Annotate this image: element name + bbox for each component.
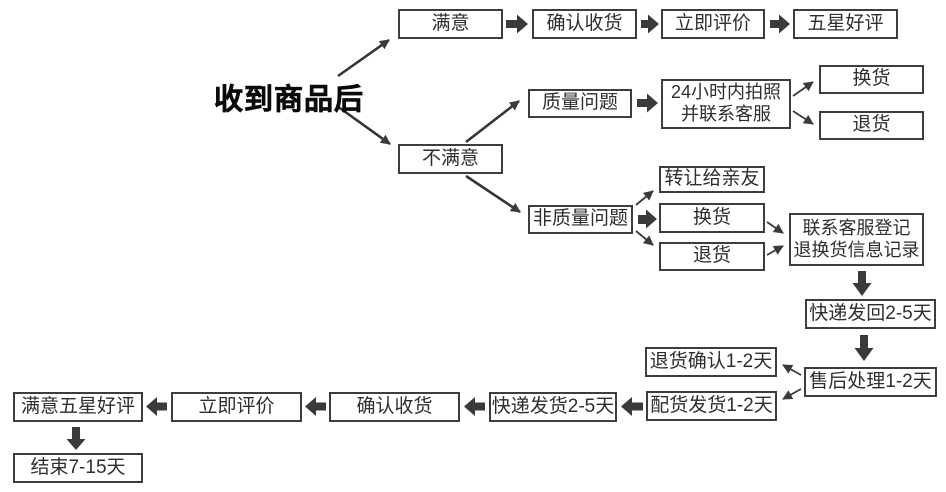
node-exchange-quality: 换货 <box>819 65 924 94</box>
node-express-ship: 快递发货2-5天 <box>489 392 617 422</box>
block-arrow-quality-photo <box>637 93 658 113</box>
block-arrow-fivestar-end <box>66 427 86 450</box>
arrow-nonquality-to-return <box>635 230 654 246</box>
node-contact-service: 联系客服登记 退换货信息记录 <box>789 213 924 266</box>
node-review-now-top: 立即评价 <box>661 9 765 39</box>
node-quality-issue: 质量问题 <box>528 89 632 118</box>
node-satisfied-five-star: 满意五星好评 <box>13 392 143 422</box>
block-arrow-expressback-aftersales <box>854 335 874 361</box>
block-arrow-confirm-review <box>641 14 659 34</box>
node-review-now-bottom: 立即评价 <box>171 392 302 422</box>
arrow-exchange-to-service <box>766 221 784 234</box>
arrow-aftersales-to-returnconfirm <box>782 364 802 376</box>
node-after-sales: 售后处理1-2天 <box>804 367 937 397</box>
node-unsatisfied: 不满意 <box>398 144 503 174</box>
node-end-days: 结束7-15天 <box>13 453 143 483</box>
node-return-nonquality: 退货 <box>659 242 765 271</box>
node-photo-24h: 24小时内拍照 并联系客服 <box>661 79 791 129</box>
block-arrow-review-fivestar <box>770 14 790 34</box>
block-arrow-service-expressback <box>852 271 872 296</box>
arrow-unsatisfied-to-nonquality <box>465 174 521 214</box>
node-confirm-receipt-bottom: 确认收货 <box>329 392 460 422</box>
block-arrow-allocate-expressship <box>621 397 643 416</box>
block-arrow-review-satisfiedfivestar <box>146 397 167 416</box>
root-label: 收到商品后 <box>214 84 365 117</box>
block-arrow-expressship-confirm <box>464 397 485 416</box>
node-express-back: 快递发回2-5天 <box>805 299 936 329</box>
node-satisfied: 满意 <box>398 9 503 39</box>
node-return-confirm: 退货确认1-2天 <box>645 347 777 377</box>
block-arrow-nonquality-exchange <box>638 209 657 229</box>
arrow-photo-to-return <box>792 110 814 125</box>
node-allocate-ship: 配货发货1-2天 <box>646 391 777 421</box>
node-return-quality: 退货 <box>819 111 924 140</box>
arrow-root-to-unsatisfied <box>336 104 391 146</box>
arrow-unsatisfied-to-quality <box>465 99 520 144</box>
node-confirm-receipt-top: 确认收货 <box>532 9 637 39</box>
block-arrow-satisfied-confirm <box>506 14 528 34</box>
arrow-return-to-service <box>766 245 784 256</box>
node-give-to-friends: 转让给亲友 <box>659 166 765 193</box>
arrow-aftersales-to-allocate <box>782 388 802 400</box>
arrow-photo-to-exchange <box>792 81 814 97</box>
arrow-nonquality-to-friends <box>635 190 654 206</box>
node-exchange-nonquality: 换货 <box>659 203 765 233</box>
node-five-star: 五星好评 <box>793 9 898 39</box>
arrow-root-to-satisfied <box>337 38 390 78</box>
block-arrow-confirm-review-bottom <box>305 397 326 416</box>
node-non-quality-issue: 非质量问题 <box>528 205 633 234</box>
